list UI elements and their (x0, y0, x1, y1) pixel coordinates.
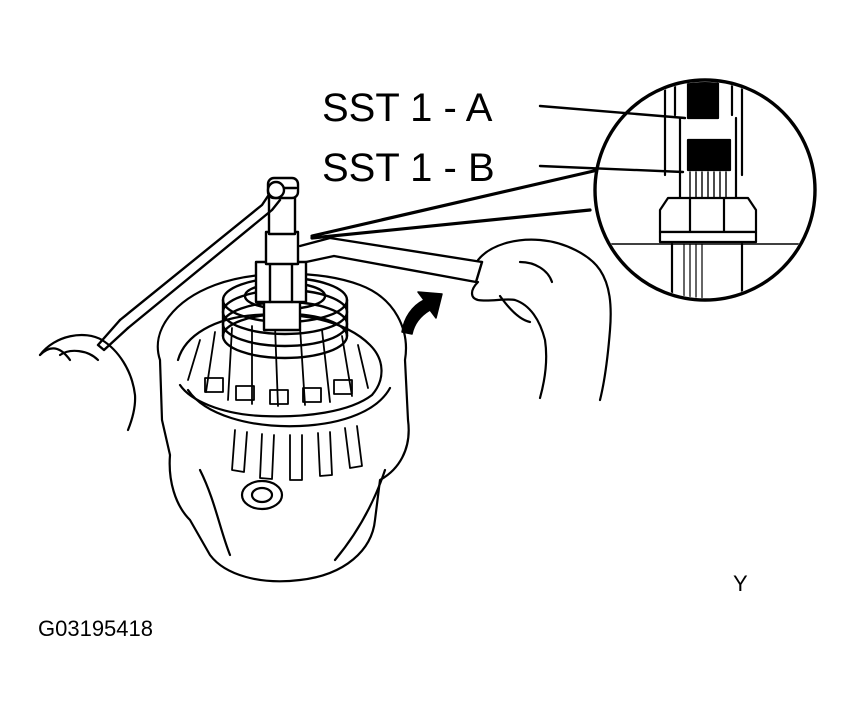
alternator-body (156, 272, 410, 583)
cooling-fins (187, 325, 369, 407)
corner-mark: Y (733, 571, 748, 596)
holding-wrench (298, 236, 484, 284)
label-sst-1a: SST 1 - A (322, 86, 493, 130)
left-hand (38, 333, 137, 432)
mounting-boss (240, 479, 284, 511)
nut (254, 260, 308, 304)
magnifier-callout-lines (310, 168, 600, 240)
detail-magnifier (593, 78, 817, 302)
housing-slots (231, 425, 363, 481)
torque-wrench (96, 180, 286, 352)
figure-id: G03195418 (38, 616, 153, 641)
leader-sst-1a (538, 104, 687, 120)
right-hand (470, 238, 612, 402)
curved-arrow-icon (401, 291, 443, 335)
label-leader-lines (538, 104, 687, 174)
label-sst-1b: SST 1 - B (322, 146, 495, 190)
sst-1b-body (264, 230, 300, 266)
leader-sst-1b (538, 164, 685, 174)
